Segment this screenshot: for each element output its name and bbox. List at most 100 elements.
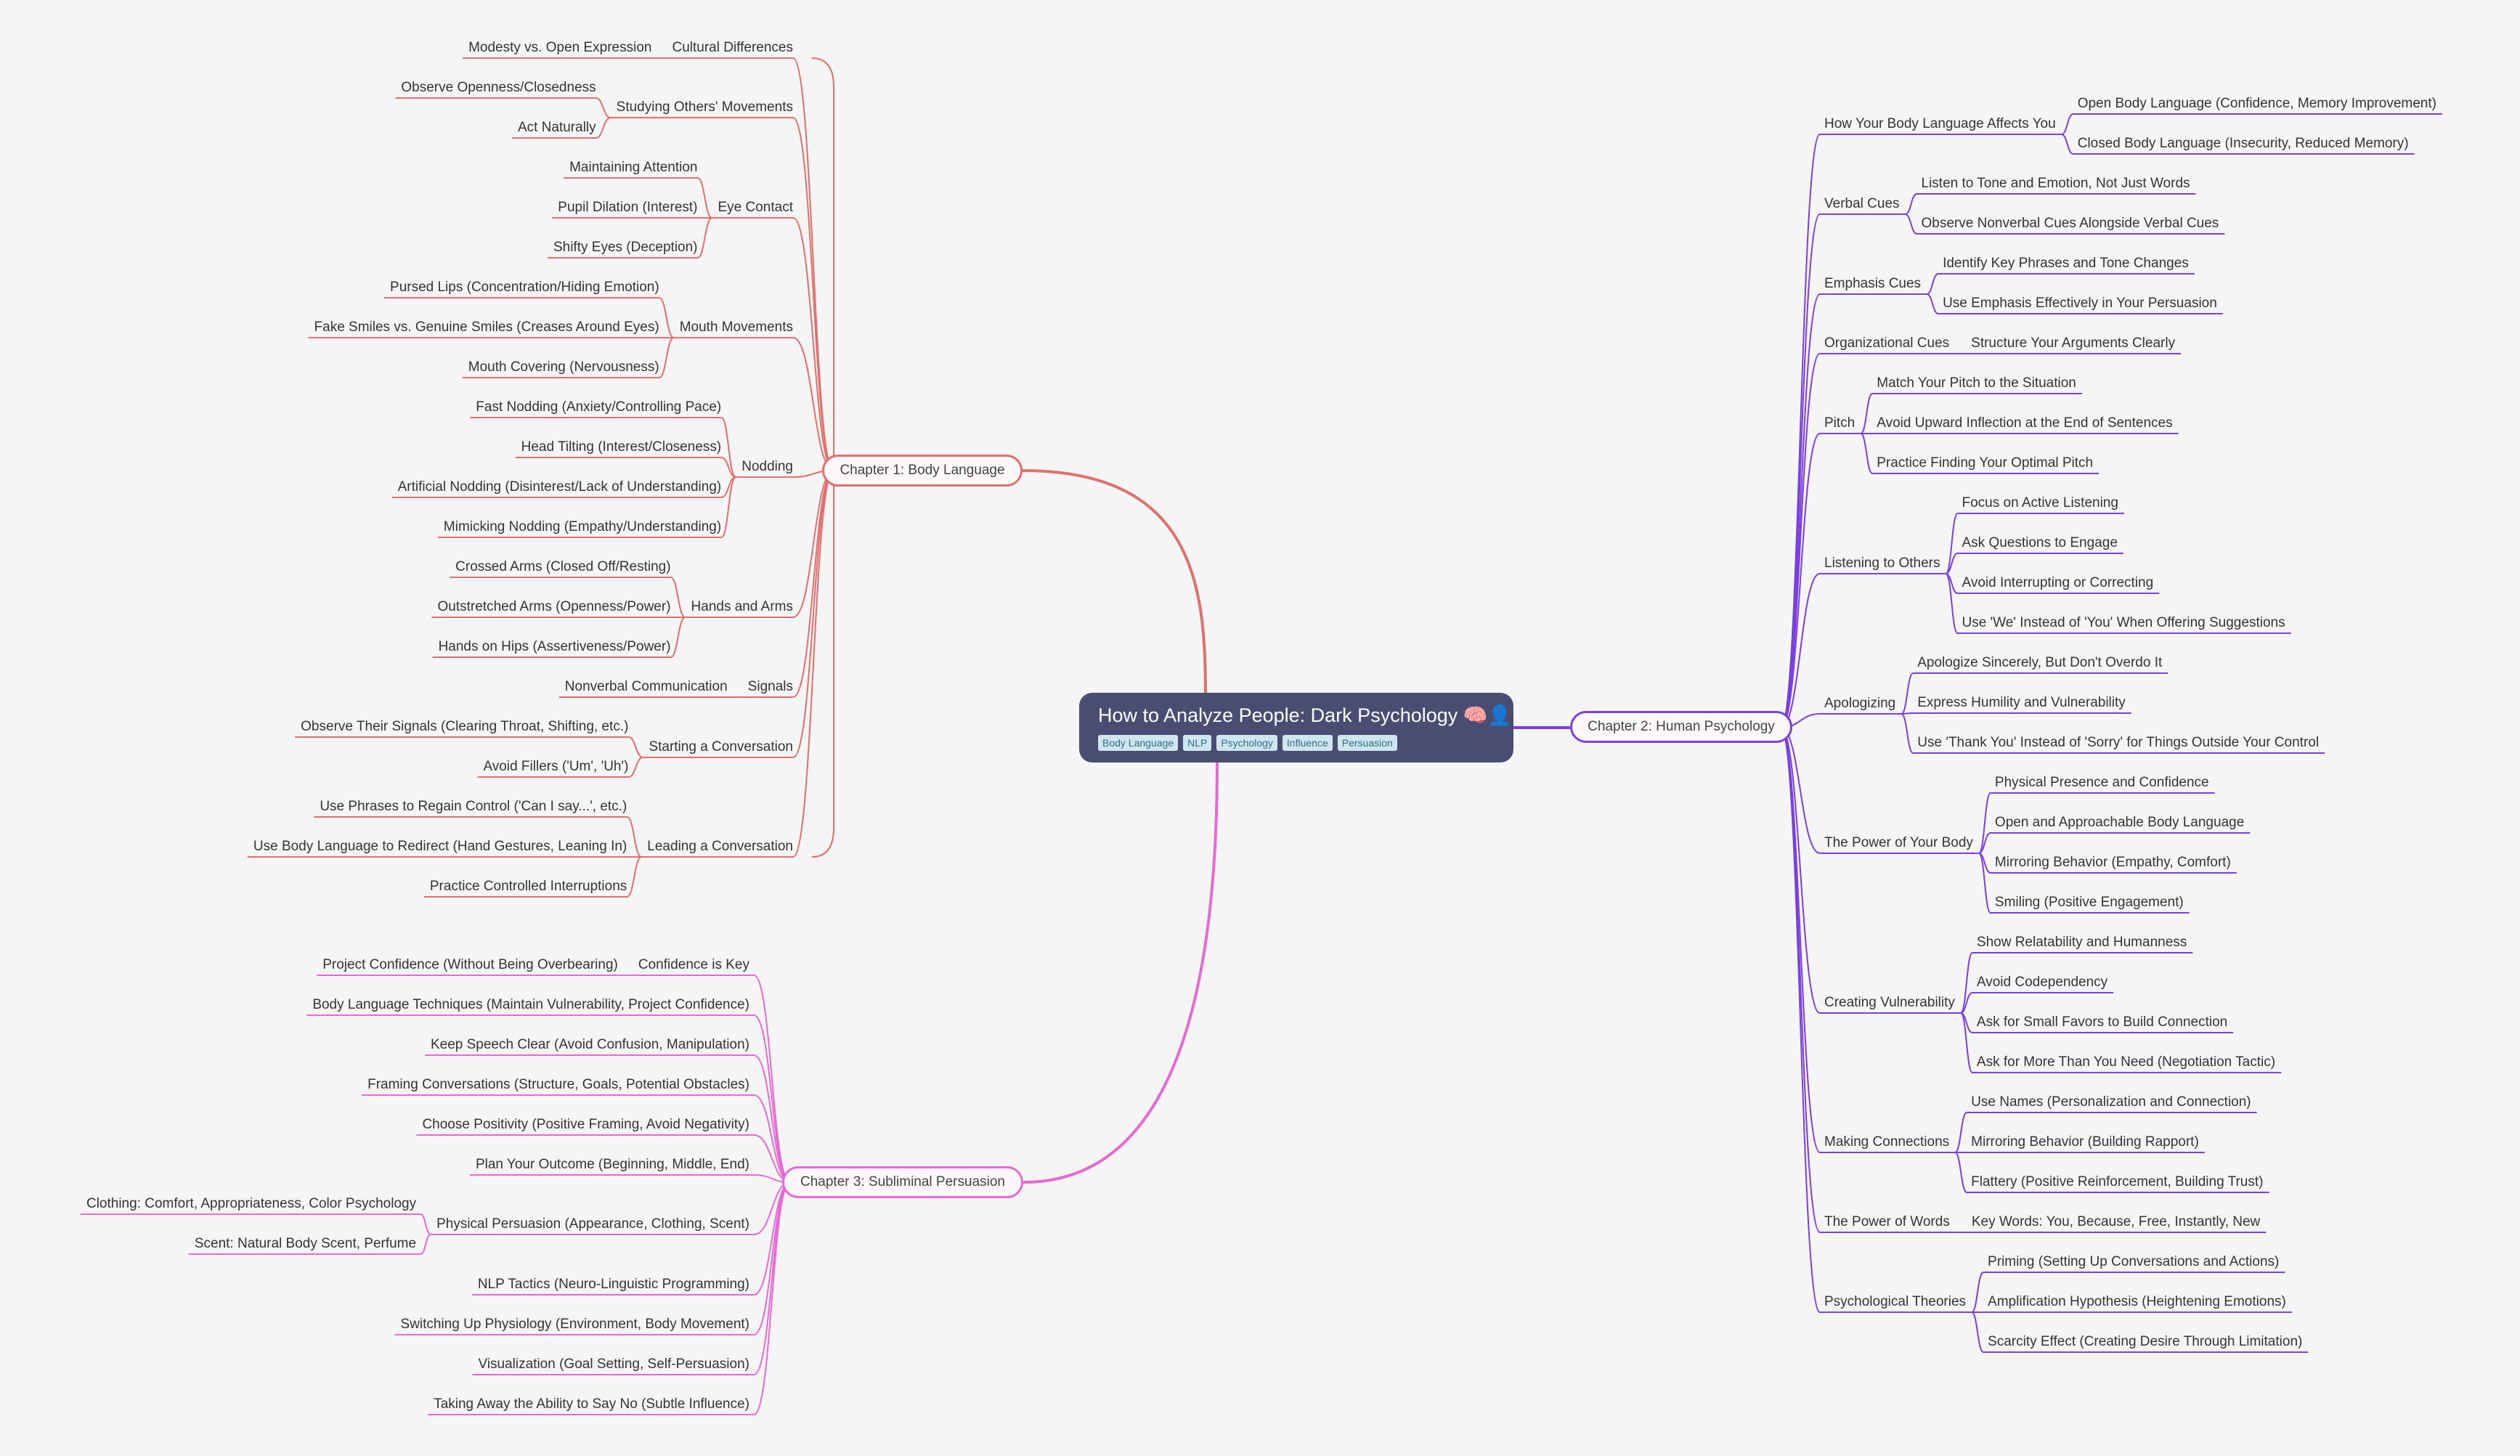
ch1-leaf-topic[interactable]: Mimicking Nodding (Empathy/Understanding…	[443, 519, 722, 534]
ch1-leaf-topic[interactable]: Crossed Arms (Closed Off/Resting)	[455, 559, 671, 574]
ch2-branch-topic[interactable]: Organizational Cues	[1824, 335, 1950, 351]
ch1-branch-topic[interactable]: Nodding	[741, 459, 793, 474]
ch2-branch-topic[interactable]: How Your Body Language Affects You	[1824, 116, 2056, 131]
ch2-leaf-topic[interactable]: Mirroring Behavior (Building Rapport)	[1971, 1134, 2199, 1150]
ch1-branch-topic[interactable]: Starting a Conversation	[649, 739, 793, 755]
ch1-branch-topic[interactable]: Hands and Arms	[691, 599, 793, 614]
ch2-leaf-topic[interactable]: Use Emphasis Effectively in Your Persuas…	[1943, 296, 2217, 311]
ch1-branch-topic[interactable]: Mouth Movements	[679, 320, 793, 335]
ch3-branch-topic[interactable]: Switching Up Physiology (Environment, Bo…	[400, 1317, 749, 1332]
ch1-leaf-topic[interactable]: Shifty Eyes (Deception)	[553, 240, 698, 255]
ch2-leaf-topic[interactable]: Open and Approachable Body Language	[1994, 815, 2245, 830]
ch1-branch-topic[interactable]: Cultural Differences	[672, 40, 793, 55]
ch2-branch-topic[interactable]: Emphasis Cues	[1824, 276, 1922, 291]
ch1-leaf-topic[interactable]: Fast Nodding (Anxiety/Controlling Pace)	[476, 399, 722, 415]
ch1-leaf-topic[interactable]: Avoid Fillers ('Um', 'Uh')	[483, 759, 629, 774]
ch1-leaf-topic[interactable]: Modesty vs. Open Expression	[468, 40, 652, 55]
chapter-3-subliminal-persuasion[interactable]: Chapter 3: Subliminal Persuasion	[782, 1166, 1023, 1198]
ch2-leaf-topic[interactable]: Focus on Active Listening	[1962, 495, 2118, 511]
ch2-branch-topic[interactable]: The Power of Words	[1824, 1214, 1950, 1229]
ch1-leaf-topic[interactable]: Hands on Hips (Assertiveness/Power)	[438, 639, 671, 654]
ch2-leaf-topic[interactable]: Mirroring Behavior (Empathy, Comfort)	[1994, 855, 2231, 870]
ch1-leaf-topic[interactable]: Act Naturally	[517, 120, 596, 135]
ch2-leaf-topic[interactable]: Use 'We' Instead of 'You' When Offering …	[1962, 615, 2285, 630]
chapter-1-body-language[interactable]: Chapter 1: Body Language	[822, 455, 1023, 487]
ch2-leaf-topic[interactable]: Ask Questions to Engage	[1962, 535, 2118, 550]
ch2-leaf-topic[interactable]: Practice Finding Your Optimal Pitch	[1877, 455, 2094, 471]
ch1-leaf-topic[interactable]: Observe Their Signals (Clearing Throat, …	[301, 719, 629, 734]
ch3-branch-topic[interactable]: Visualization (Goal Setting, Self-Persua…	[478, 1357, 749, 1372]
connector	[753, 1094, 791, 1183]
ch3-branch-topic[interactable]: Plan Your Outcome (Beginning, Middle, En…	[475, 1157, 749, 1172]
ch2-branch-topic[interactable]: Psychological Theories	[1824, 1294, 1967, 1309]
ch2-leaf-topic[interactable]: Observe Nonverbal Cues Alongside Verbal …	[1921, 216, 2219, 231]
ch2-branch-topic[interactable]: Verbal Cues	[1824, 196, 1900, 211]
chapter-2-human-psychology[interactable]: Chapter 2: Human Psychology	[1570, 711, 1792, 743]
ch3-branch-topic[interactable]: Confidence is Key	[638, 957, 749, 972]
ch1-leaf-topic[interactable]: Nonverbal Communication	[564, 679, 728, 694]
ch2-branch-topic[interactable]: Listening to Others	[1824, 556, 1940, 571]
ch1-leaf-topic[interactable]: Pursed Lips (Concentration/Hiding Emotio…	[390, 280, 659, 295]
ch1-leaf-topic[interactable]: Pupil Dilation (Interest)	[558, 200, 698, 215]
ch3-branch-topic[interactable]: Taking Away the Ability to Say No (Subtl…	[434, 1396, 749, 1412]
ch2-branch-topic[interactable]: Creating Vulnerability	[1824, 995, 1955, 1010]
ch1-leaf-topic[interactable]: Fake Smiles vs. Genuine Smiles (Creases …	[314, 320, 659, 335]
ch2-branch-topic[interactable]: Pitch	[1824, 415, 1856, 431]
ch2-leaf-topic[interactable]: Ask for More Than You Need (Negotiation …	[1976, 1054, 2276, 1070]
ch2-leaf-topic[interactable]: Identify Key Phrases and Tone Changes	[1943, 256, 2189, 271]
tag-psychology[interactable]: Psychology	[1216, 735, 1277, 751]
root-topic[interactable]: How to Analyze People: Dark Psychology 🧠…	[1079, 693, 1513, 762]
ch2-branch-topic[interactable]: The Power of Your Body	[1824, 835, 1973, 850]
ch1-leaf-topic[interactable]: Practice Controlled Interruptions	[429, 879, 627, 894]
ch2-leaf-topic[interactable]: Avoid Interrupting or Correcting	[1962, 575, 2154, 590]
ch1-leaf-topic[interactable]: Mouth Covering (Nervousness)	[468, 359, 659, 375]
ch2-leaf-topic[interactable]: Structure Your Arguments Clearly	[1971, 335, 2176, 351]
ch3-branch-topic[interactable]: Body Language Techniques (Maintain Vulne…	[312, 997, 749, 1012]
tag-nlp[interactable]: NLP	[1183, 735, 1212, 751]
ch2-leaf-topic[interactable]: Use 'Thank You' Instead of 'Sorry' for T…	[1917, 735, 2320, 750]
ch1-leaf-topic[interactable]: Maintaining Attention	[569, 160, 698, 175]
ch2-leaf-topic[interactable]: Key Words: You, Because, Free, Instantly…	[1971, 1214, 2261, 1229]
ch1-branch-topic[interactable]: Leading a Conversation	[647, 839, 793, 854]
ch2-leaf-topic[interactable]: Use Names (Personalization and Connectio…	[1971, 1094, 2251, 1110]
tag-body-language[interactable]: Body Language	[1098, 735, 1179, 751]
ch2-leaf-topic[interactable]: Priming (Setting Up Conversations and Ac…	[1988, 1254, 2280, 1269]
ch3-leaf-topic[interactable]: Scent: Natural Body Scent, Perfume	[194, 1236, 417, 1251]
ch1-leaf-topic[interactable]: Use Phrases to Regain Control ('Can I sa…	[320, 799, 627, 814]
ch1-branch-topic[interactable]: Studying Others' Movements	[616, 99, 793, 115]
ch2-leaf-topic[interactable]: Express Humility and Vulnerability	[1917, 695, 2126, 710]
ch2-leaf-topic[interactable]: Show Relatability and Humanness	[1976, 935, 2187, 950]
ch3-branch-topic[interactable]: Physical Persuasion (Appearance, Clothin…	[436, 1216, 749, 1232]
ch1-leaf-topic[interactable]: Head Tilting (Interest/Closeness)	[521, 439, 722, 455]
ch3-leaf-topic[interactable]: Project Confidence (Without Being Overbe…	[322, 957, 618, 972]
ch2-leaf-topic[interactable]: Match Your Pitch to the Situation	[1877, 375, 2076, 391]
ch2-leaf-topic[interactable]: Closed Body Language (Insecurity, Reduce…	[2077, 136, 2409, 151]
ch1-leaf-topic[interactable]: Outstretched Arms (Openness/Power)	[437, 599, 671, 614]
ch1-branch-topic[interactable]: Signals	[747, 679, 793, 694]
ch2-leaf-topic[interactable]: Avoid Upward Inflection at the End of Se…	[1877, 415, 2173, 431]
ch2-leaf-topic[interactable]: Open Body Language (Confidence, Memory I…	[2077, 96, 2436, 111]
ch2-leaf-topic[interactable]: Scarcity Effect (Creating Desire Through…	[1988, 1334, 2303, 1349]
ch2-leaf-topic[interactable]: Ask for Small Favors to Build Connection	[1976, 1014, 2228, 1030]
tag-influence[interactable]: Influence	[1282, 735, 1333, 751]
ch2-branch-topic[interactable]: Apologizing	[1824, 696, 1896, 711]
ch2-leaf-topic[interactable]: Listen to Tone and Emotion, Not Just Wor…	[1921, 176, 2190, 191]
ch2-leaf-topic[interactable]: Flattery (Positive Reinforcement, Buildi…	[1971, 1174, 2264, 1189]
ch2-leaf-topic[interactable]: Physical Presence and Confidence	[1994, 775, 2209, 790]
ch3-branch-topic[interactable]: Keep Speech Clear (Avoid Confusion, Mani…	[430, 1037, 749, 1052]
connector	[1860, 393, 2082, 434]
ch3-branch-topic[interactable]: Framing Conversations (Structure, Goals,…	[367, 1077, 749, 1092]
ch3-branch-topic[interactable]: Choose Positivity (Positive Framing, Avo…	[422, 1117, 749, 1132]
tag-persuasion[interactable]: Persuasion	[1337, 735, 1397, 751]
ch2-leaf-topic[interactable]: Smiling (Positive Engagement)	[1994, 895, 2184, 910]
ch1-leaf-topic[interactable]: Artificial Nodding (Disinterest/Lack of …	[397, 479, 722, 495]
ch3-branch-topic[interactable]: NLP Tactics (Neuro-Linguistic Programmin…	[477, 1277, 749, 1292]
ch2-leaf-topic[interactable]: Apologize Sincerely, But Don't Overdo It	[1917, 655, 2163, 670]
ch1-branch-topic[interactable]: Eye Contact	[718, 200, 794, 215]
ch3-leaf-topic[interactable]: Clothing: Comfort, Appropriateness, Colo…	[86, 1196, 417, 1211]
ch2-branch-topic[interactable]: Making Connections	[1824, 1134, 1950, 1150]
ch1-leaf-topic[interactable]: Observe Openness/Closedness	[401, 80, 596, 95]
ch1-leaf-topic[interactable]: Use Body Language to Redirect (Hand Gest…	[253, 839, 627, 854]
ch2-leaf-topic[interactable]: Avoid Codependency	[1976, 975, 2108, 990]
ch2-leaf-topic[interactable]: Amplification Hypothesis (Heightening Em…	[1988, 1294, 2286, 1309]
